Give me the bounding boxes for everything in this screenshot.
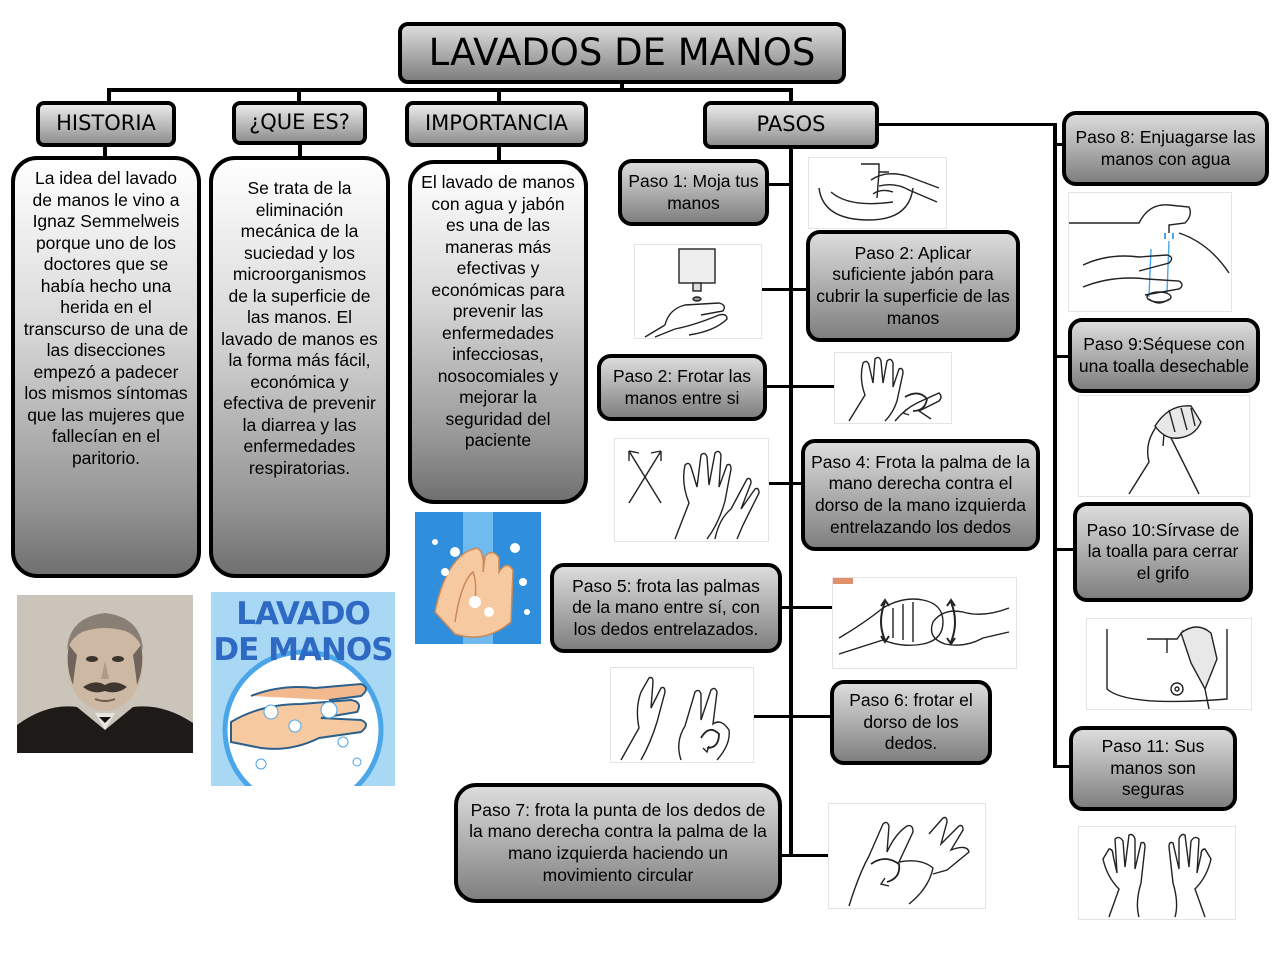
connector	[780, 854, 828, 857]
handwash-water-image	[415, 512, 541, 644]
step-2-soap-illustration	[634, 244, 762, 339]
connector	[752, 715, 832, 718]
step-5-illustration	[832, 577, 1017, 669]
connector	[766, 385, 836, 388]
importancia-text-box: El lavado de manos con agua y jabón es u…	[408, 160, 588, 504]
page-title: LAVADOS DE MANOS	[398, 22, 846, 84]
historia-text-box: La idea del lavado de manos le vino a Ig…	[11, 156, 201, 578]
header-que-es: ¿QUE ES?	[232, 101, 367, 145]
step-4-box: Paso 4: Frota la palma de la mano derech…	[801, 439, 1040, 551]
step-4-illustration	[614, 438, 769, 542]
step-5-box: Paso 5: frota las palmas de la mano entr…	[550, 563, 782, 653]
step-2-rub-illustration	[834, 352, 952, 424]
connector	[107, 88, 792, 92]
connector	[876, 123, 1056, 126]
header-pasos: PASOS	[703, 101, 879, 149]
connector	[497, 145, 501, 161]
que-es-text: Se trata de la eliminación mecánica de l…	[221, 178, 378, 479]
step-10-illustration	[1086, 618, 1252, 710]
step-6-box: Paso 6: frotar el dorso de los dedos.	[830, 680, 992, 765]
logo-line-1: LAVADO	[211, 596, 395, 632]
step-6-illustration	[610, 667, 754, 763]
step-2-rub-box: Paso 2: Frotar las manos entre si	[597, 354, 767, 421]
connector	[1053, 548, 1075, 551]
connector	[789, 145, 793, 857]
step-9-box: Paso 9:Séquese con una toalla desechable	[1068, 318, 1260, 393]
lavado-de-manos-logo: LAVADO DE MANOS	[211, 592, 395, 786]
step-11-box: Paso 11: Sus manos son seguras	[1069, 726, 1237, 811]
connector	[1053, 123, 1057, 768]
step-1-illustration	[808, 157, 947, 229]
step-8-box: Paso 8: Enjuagarse las manos con agua	[1062, 111, 1269, 186]
header-historia: HISTORIA	[36, 101, 176, 147]
historia-text: La idea del lavado de manos le vino a Ig…	[23, 168, 189, 469]
step-10-box: Paso 10:Sírvase de la toalla para cerrar…	[1073, 502, 1253, 602]
que-es-text-box: Se trata de la eliminación mecánica de l…	[209, 156, 390, 578]
logo-line-2: DE MANOS	[211, 632, 395, 668]
step-11-illustration	[1078, 826, 1236, 920]
step-2-soap-box: Paso 2: Aplicar suficiente jabón para cu…	[806, 230, 1020, 342]
step-1-box: Paso 1: Moja tus manos	[618, 159, 769, 226]
connector	[760, 288, 810, 291]
step-9-illustration	[1078, 395, 1250, 497]
importancia-text: El lavado de manos con agua y jabón es u…	[420, 172, 576, 452]
semmelweis-portrait	[17, 595, 193, 753]
connector	[782, 606, 834, 609]
header-importancia: IMPORTANCIA	[405, 101, 588, 147]
step-7-illustration	[828, 803, 986, 909]
connector	[766, 482, 804, 485]
step-7-box: Paso 7: frota la punta de los dedos de l…	[454, 783, 782, 903]
step-8-illustration	[1068, 192, 1232, 312]
connector	[768, 183, 792, 186]
